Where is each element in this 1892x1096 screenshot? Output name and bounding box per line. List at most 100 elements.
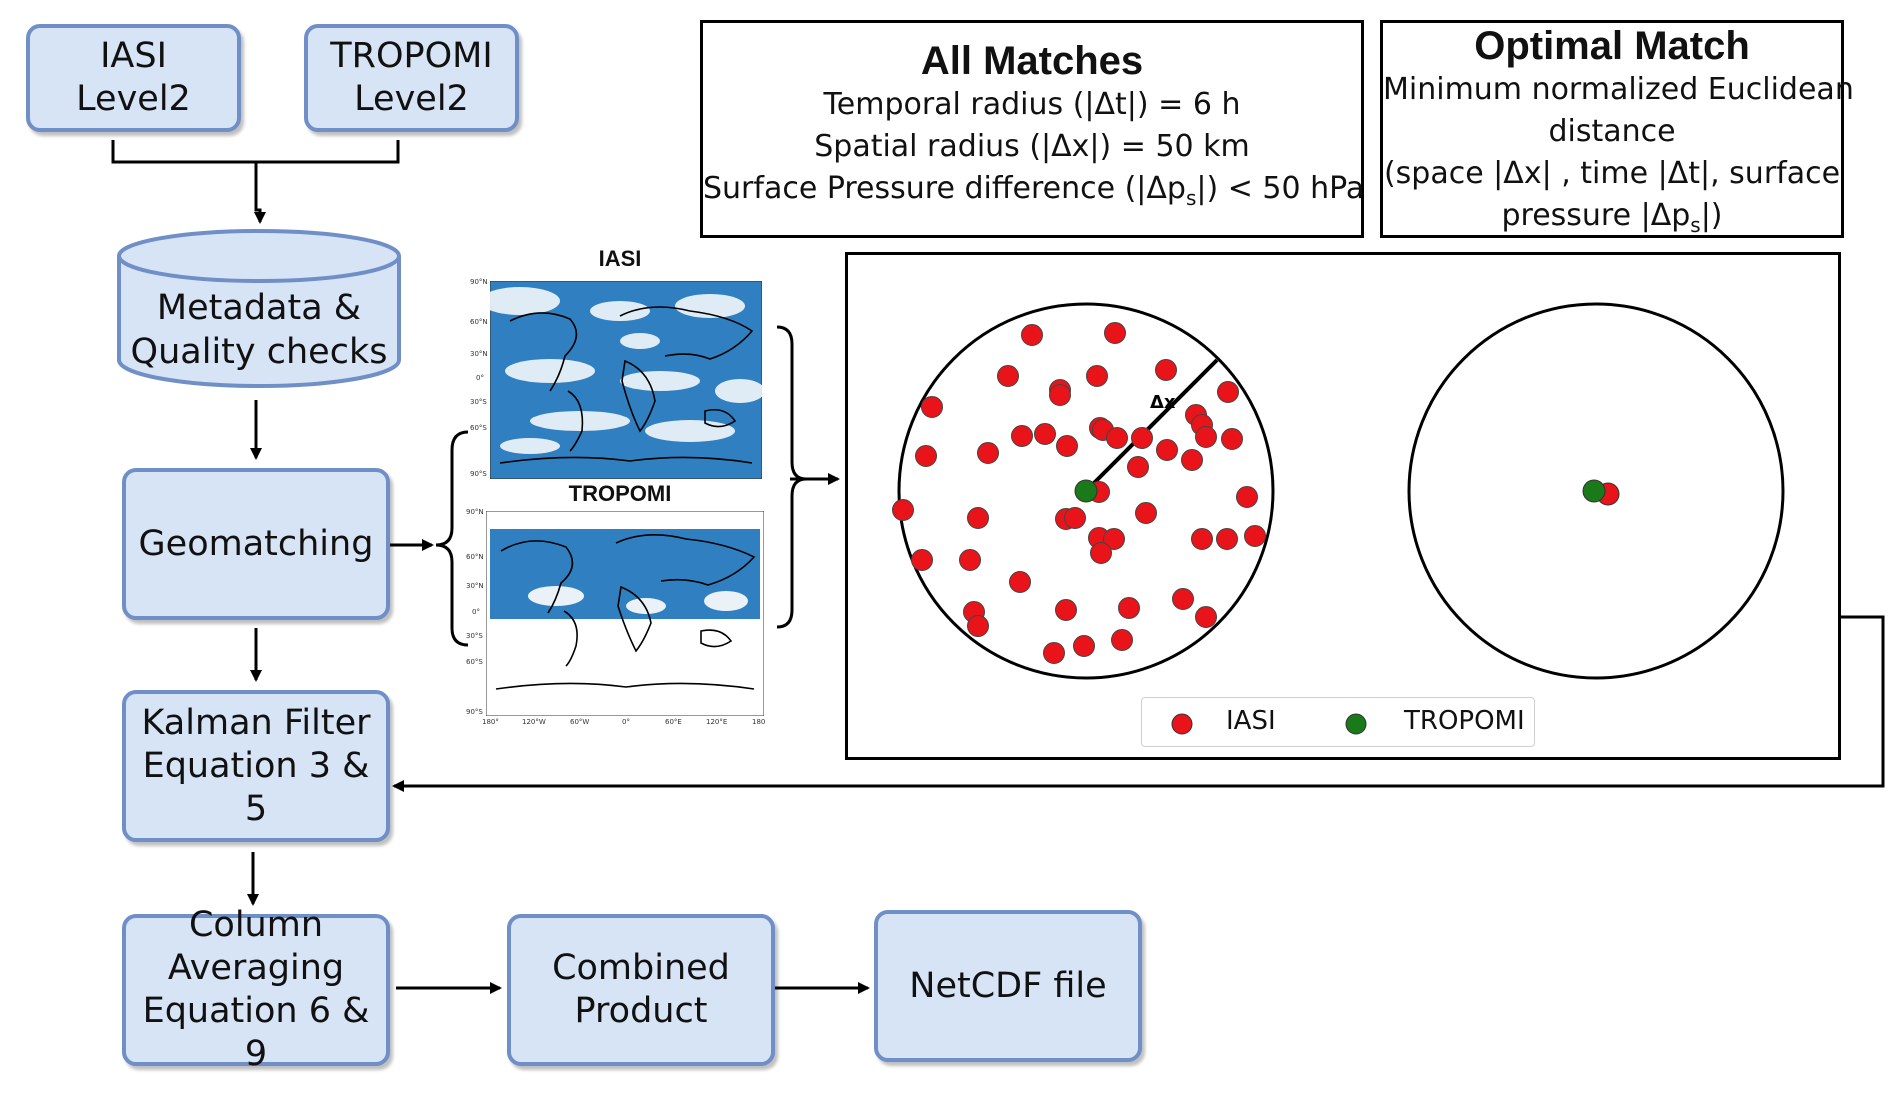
all-matches-title: All Matches bbox=[920, 39, 1144, 83]
iasi-dot bbox=[1156, 439, 1178, 461]
iasi-dot bbox=[1195, 606, 1217, 628]
tropomi-lat-tick: 30°S bbox=[466, 632, 483, 640]
kalman-line1: Kalman Filter bbox=[141, 702, 371, 743]
metadata-database-shape bbox=[117, 229, 401, 388]
iasi-dot bbox=[1049, 384, 1071, 406]
all-matches-circle bbox=[897, 302, 1275, 680]
iasi-lat-tick: 30°S bbox=[470, 398, 487, 406]
iasi-dot bbox=[1009, 571, 1031, 593]
iasi-dot bbox=[921, 396, 943, 418]
tropomi-map-title: TROPOMI bbox=[568, 481, 672, 506]
tropomi-level2-box: TROPOMI Level2 bbox=[304, 24, 519, 132]
iasi-lat-tick: 0° bbox=[476, 374, 484, 382]
column-averaging-box: Column Averaging Equation 6 & 9 bbox=[122, 905, 390, 1074]
iasi-dot bbox=[1195, 426, 1217, 448]
legend-tropomi-marker bbox=[1345, 713, 1367, 735]
tropomi-lat-tick: 90°S bbox=[466, 708, 483, 716]
legend-tropomi-label: TROPOMI bbox=[1404, 706, 1525, 736]
tropomi-level2-line1: TROPOMI bbox=[330, 36, 493, 76]
iasi-dot bbox=[967, 615, 989, 637]
iasi-dot bbox=[1055, 599, 1077, 621]
iasi-dot bbox=[911, 549, 933, 571]
tropomi-lat-tick: 90°N bbox=[466, 508, 484, 516]
column-line1: Column bbox=[188, 905, 324, 945]
optimal-line1: Minimum normalized Euclidean bbox=[1383, 72, 1854, 107]
iasi-coastlines bbox=[499, 306, 754, 464]
radius-label: Δx bbox=[1150, 392, 1176, 413]
iasi-dot bbox=[892, 499, 914, 521]
legend-iasi-marker bbox=[1171, 713, 1193, 735]
iasi-dot bbox=[1073, 635, 1095, 657]
iasi-level2-box: IASI Level2 bbox=[26, 24, 241, 132]
iasi-dot bbox=[1106, 427, 1128, 449]
iasi-dot bbox=[1191, 528, 1213, 550]
tropomi-lon-tick: 120°E bbox=[706, 718, 728, 726]
optimal-line2: distance bbox=[1548, 114, 1676, 149]
spatial-radius-line: Spatial radius (|Δx|) = 50 km bbox=[814, 129, 1250, 164]
tropomi-lon-tick: 120°W bbox=[522, 718, 546, 726]
netcdf-label: NetCDF file bbox=[909, 965, 1107, 1006]
iasi-world-map bbox=[490, 281, 762, 479]
metadata-quality-label: Metadata & Quality checks bbox=[116, 286, 402, 374]
iasi-dot bbox=[1155, 359, 1177, 381]
tropomi-coastlines bbox=[495, 534, 756, 690]
iasi-dot bbox=[1131, 427, 1153, 449]
iasi-lat-tick: 90°S bbox=[470, 470, 487, 478]
iasi-dot bbox=[1021, 324, 1043, 346]
iasi-dot bbox=[1216, 528, 1238, 550]
optimal-line4: pressure |Δps|) bbox=[1501, 198, 1723, 237]
iasi-lat-tick: 30°N bbox=[470, 350, 488, 358]
arrow-to-metadata bbox=[254, 162, 266, 224]
optimal-tropomi-dot bbox=[1582, 479, 1606, 503]
iasi-dot bbox=[1135, 502, 1157, 524]
combined-line1: Combined bbox=[552, 948, 730, 988]
netcdf-file-box: NetCDF file bbox=[874, 910, 1142, 1062]
tropomi-lon-tick: 60°W bbox=[570, 718, 590, 726]
tropomi-lon-tick: 0° bbox=[622, 718, 630, 726]
tropomi-lat-tick: 0° bbox=[472, 608, 480, 616]
right-brace bbox=[776, 325, 807, 629]
surface-pressure-line: Surface Pressure difference (|Δps|) < 50… bbox=[703, 171, 1365, 210]
iasi-dot bbox=[1064, 507, 1086, 529]
geomatching-box: Geomatching bbox=[122, 468, 390, 620]
combined-line2: Product bbox=[574, 991, 708, 1031]
iasi-level2-line1: IASI bbox=[100, 36, 167, 76]
geomatching-label: Geomatching bbox=[138, 523, 374, 564]
iasi-lat-tick: 90°N bbox=[470, 278, 488, 286]
tropomi-lat-tick: 30°N bbox=[466, 582, 484, 590]
iasi-dot bbox=[1103, 528, 1125, 550]
iasi-dot bbox=[1086, 365, 1108, 387]
iasi-dot bbox=[977, 442, 999, 464]
tropomi-world-map bbox=[486, 511, 764, 716]
temporal-radius-line: Temporal radius (|Δt|) = 6 h bbox=[823, 87, 1241, 122]
iasi-dot bbox=[915, 445, 937, 467]
tropomi-lon-tick: 180 bbox=[752, 718, 766, 726]
iasi-dot bbox=[1034, 423, 1056, 445]
iasi-dot bbox=[1236, 486, 1258, 508]
tropomi-dot bbox=[1074, 479, 1098, 503]
tropomi-lat-tick: 60°N bbox=[466, 553, 484, 561]
column-line3: Equation 6 & 9 bbox=[142, 991, 370, 1074]
metadata-line2: Quality checks bbox=[130, 332, 388, 372]
tropomi-lon-tick: 180° bbox=[482, 718, 499, 726]
metadata-line1: Metadata & bbox=[156, 288, 362, 328]
iasi-dot bbox=[1043, 642, 1065, 664]
tropomi-level2-line2: Level2 bbox=[354, 79, 469, 119]
left-brace bbox=[435, 430, 469, 647]
all-matches-panel: All Matches Temporal radius (|Δt|) = 6 h… bbox=[700, 20, 1364, 238]
iasi-lat-tick: 60°S bbox=[470, 424, 487, 432]
iasi-dot bbox=[1172, 588, 1194, 610]
iasi-dot bbox=[1104, 322, 1126, 344]
kalman-filter-box: Kalman Filter Equation 3 & 5 bbox=[122, 690, 390, 842]
iasi-dot bbox=[1244, 525, 1266, 547]
iasi-dot bbox=[967, 507, 989, 529]
optimal-match-circle bbox=[1407, 302, 1785, 680]
iasi-dot bbox=[1221, 428, 1243, 450]
iasi-dot bbox=[1118, 597, 1140, 619]
radius-line bbox=[1084, 358, 1219, 493]
column-line2: Averaging bbox=[167, 948, 345, 988]
iasi-map-title: IASI bbox=[598, 246, 642, 271]
iasi-dot bbox=[959, 549, 981, 571]
iasi-dot bbox=[1181, 449, 1203, 471]
